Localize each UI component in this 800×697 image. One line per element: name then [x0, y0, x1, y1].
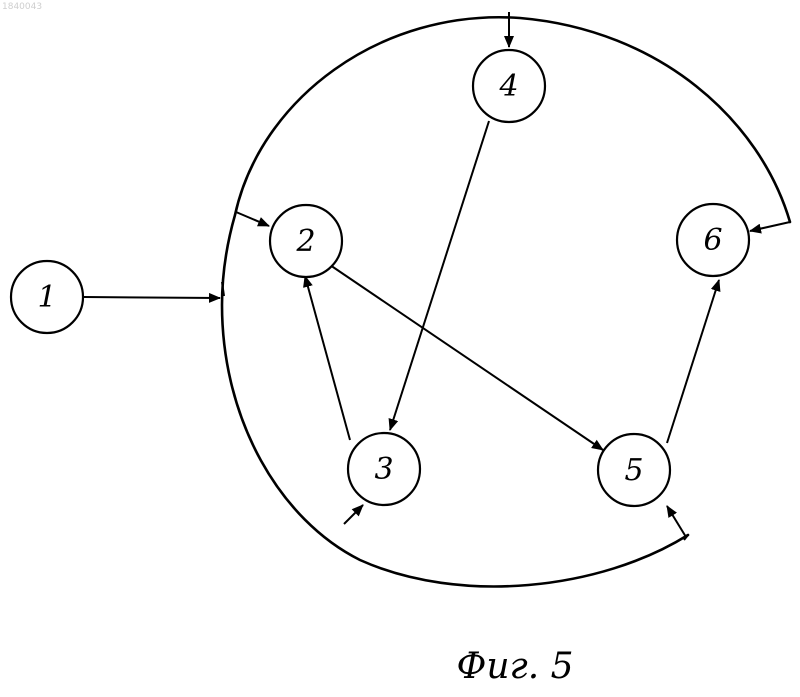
node-2-label: 2: [295, 224, 315, 259]
node-5-label: 5: [624, 453, 643, 488]
edge-ring-5: [667, 506, 686, 537]
node-4-label: 4: [498, 69, 518, 104]
node-6: 6: [677, 204, 749, 276]
edge-4-3: [390, 121, 489, 430]
node-1-label: 1: [37, 280, 56, 315]
edge-3-2: [305, 276, 350, 440]
node-5: 5: [598, 434, 670, 506]
edge-ring-3: [344, 505, 363, 524]
edge-1-ring: [84, 297, 220, 298]
edge-ring-6: [750, 222, 790, 231]
document-id: 1840043: [2, 2, 42, 12]
node-3-label: 3: [374, 452, 393, 487]
node-6-label: 6: [703, 223, 722, 258]
edge-5-6: [667, 280, 719, 443]
node-3: 3: [348, 433, 420, 505]
figure-caption: Фиг. 5: [456, 646, 573, 687]
node-4: 4: [473, 50, 545, 122]
node-2: 2: [270, 205, 342, 277]
node-1: 1: [11, 261, 83, 333]
edge-ring-2: [236, 212, 269, 226]
edge-2-5: [330, 265, 603, 450]
